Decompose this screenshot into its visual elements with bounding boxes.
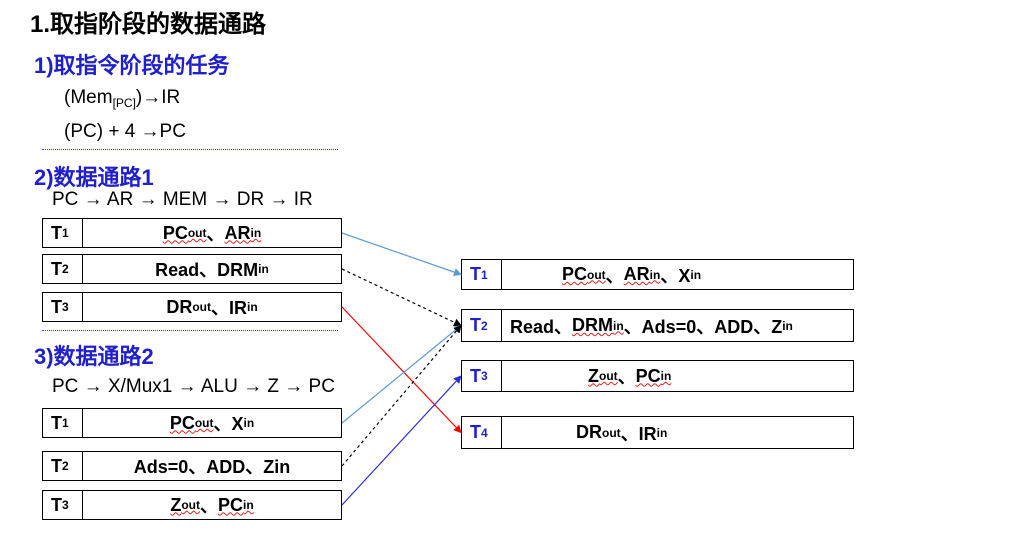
task-line-mem-to-ir: (Mem[PC])→IR [64, 87, 181, 110]
path2-flow: PC → X/Mux1 → ALU → Z → PC [52, 376, 335, 397]
path1-flow: PC → AR → MEM → DR → IR [52, 189, 313, 210]
connector-arrow [341, 324, 462, 424]
step-content: Ads=0、ADD、Zin [133, 457, 291, 477]
task-heading: 1)取指令阶段的任务 [34, 53, 230, 78]
divider [42, 330, 338, 331]
connector-arrow [341, 232, 462, 276]
task-line-pc-increment: (PC) + 4 →PC [64, 121, 186, 142]
page-title: 1.取指阶段的数据通路 [30, 11, 267, 38]
connector-arrow [341, 324, 462, 467]
connector-arrow [341, 306, 462, 434]
connector-arrow [341, 375, 462, 506]
path1-heading: 2)数据通路1 [34, 165, 154, 190]
divider [42, 149, 338, 150]
connector-arrow [341, 268, 462, 327]
path2-heading: 3)数据通路2 [34, 344, 154, 369]
